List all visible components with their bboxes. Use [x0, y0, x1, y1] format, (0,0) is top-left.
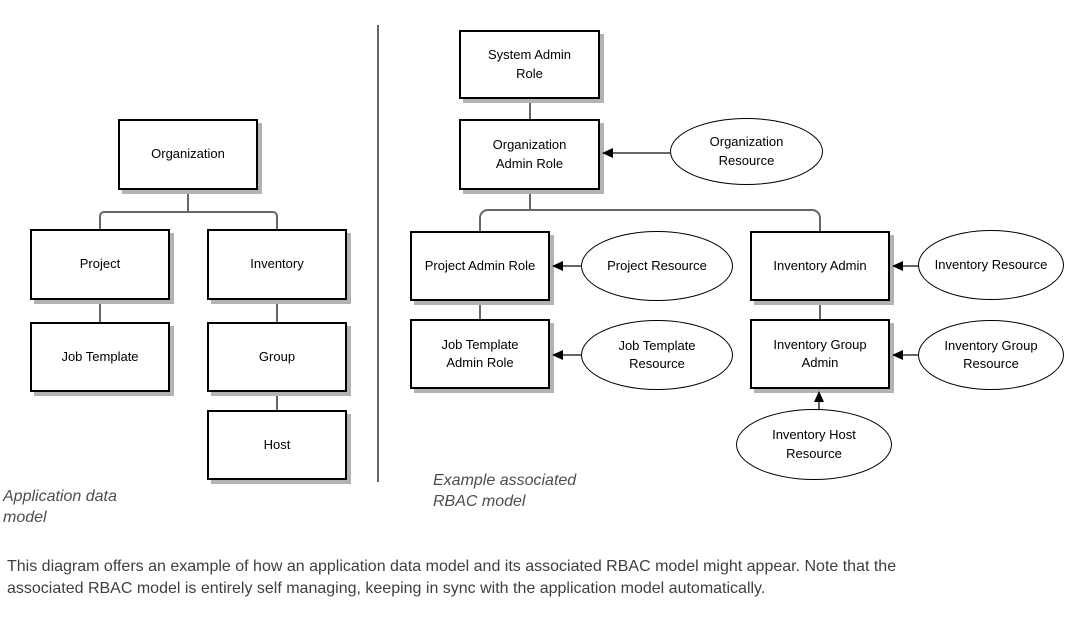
connector-projectadmin-jobtemplateadmin: [479, 301, 481, 319]
project-box: Project: [30, 229, 170, 300]
host-box: Host: [207, 410, 347, 480]
group-box: Group: [207, 322, 347, 392]
connector-orgadmin-branch: [479, 209, 821, 231]
project-admin-role-box: Project Admin Role: [410, 231, 550, 301]
inventory-resource-ellipse: Inventory Resource: [918, 230, 1064, 300]
inventory-box: Inventory: [207, 229, 347, 300]
connector-orgadmin-stem: [529, 190, 531, 209]
system-admin-role-box: System Admin Role: [459, 30, 600, 99]
arrow-line-inventoryhostresource-inventorygroupadmin: [818, 400, 820, 410]
rbac-model-label: Example associated RBAC model: [433, 472, 577, 510]
inventory-group-resource-ellipse: Inventory Group Resource: [918, 320, 1064, 390]
arrow-line-jobtemplateresource-jobtemplateadmin: [562, 354, 582, 356]
connector-group-host: [276, 392, 278, 410]
arrowhead-orgresource-orgadmin-icon: [602, 148, 613, 158]
connector-organization-branch: [99, 211, 278, 229]
project-resource-ellipse: Project Resource: [581, 231, 733, 301]
caption-text: This diagram offers an example of how an…: [7, 556, 896, 600]
connector-systemadmin-orgadmin: [529, 99, 531, 119]
arrowhead-projectresource-projectadmin-icon: [552, 261, 563, 271]
arrowhead-inventorygroupresource-inventorygroupadmin-icon: [892, 350, 903, 360]
arrowhead-inventoryhostresource-inventorygroupadmin-icon: [814, 391, 824, 402]
arrow-line-orgresource-orgadmin: [612, 152, 670, 154]
caption-line-2: associated RBAC model is entirely self m…: [7, 580, 766, 597]
connector-inventoryadmin-inventorygroupadmin: [819, 301, 821, 319]
inventory-group-admin-box: Inventory Group Admin: [750, 319, 890, 389]
caption-line-1: This diagram offers an example of how an…: [7, 558, 897, 575]
organization-resource-ellipse: Organization Resource: [670, 118, 823, 185]
job-template-resource-ellipse: Job Template Resource: [581, 320, 733, 390]
arrow-line-inventorygroupresource-inventorygroupadmin: [902, 354, 919, 356]
job-template-admin-role-box: Job Template Admin Role: [410, 319, 550, 389]
inventory-admin-box: Inventory Admin: [750, 231, 890, 301]
arrow-line-projectresource-projectadmin: [562, 265, 582, 267]
organization-box: Organization: [118, 119, 258, 190]
job-template-box: Job Template: [30, 322, 170, 392]
inventory-host-resource-ellipse: Inventory Host Resource: [736, 409, 892, 480]
connector-project-jobtemplate: [99, 300, 101, 322]
organization-admin-role-box: Organization Admin Role: [459, 119, 600, 190]
application-data-model-label: Application data model: [3, 488, 117, 526]
arrow-line-inventoryresource-inventoryadmin: [902, 265, 919, 267]
diagram-divider-line: [377, 25, 379, 482]
arrowhead-inventoryresource-inventoryadmin-icon: [892, 261, 903, 271]
connector-organization-stem: [187, 190, 189, 211]
connector-inventory-group: [276, 300, 278, 322]
arrowhead-jobtemplateresource-jobtemplateadmin-icon: [552, 350, 563, 360]
